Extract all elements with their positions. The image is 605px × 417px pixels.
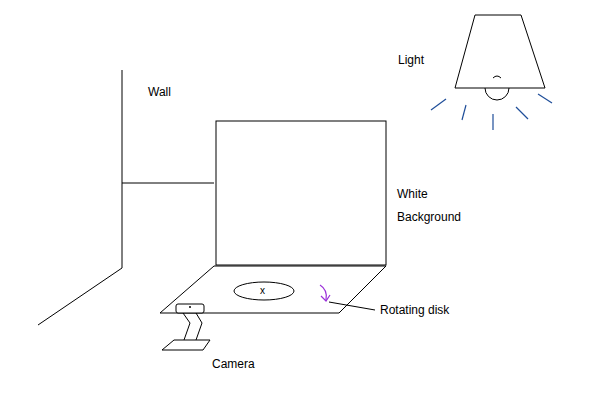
camera-stand xyxy=(196,323,202,340)
background-label: White Background xyxy=(397,183,477,229)
light-ray xyxy=(516,107,528,119)
rotating-disk xyxy=(234,282,294,300)
light-label: Light xyxy=(398,53,424,67)
white-background-sheet xyxy=(216,121,386,265)
light-ray xyxy=(431,99,446,110)
light-ray xyxy=(538,94,552,103)
wall-label: Wall xyxy=(148,85,171,99)
camera-lens-dot xyxy=(189,306,191,308)
lamp-bulb xyxy=(485,88,509,100)
camera-label: Camera xyxy=(212,357,255,371)
wall-connector-line xyxy=(122,183,214,184)
camera-stand xyxy=(183,313,190,323)
floor-sheet xyxy=(160,266,386,313)
center-mark: x xyxy=(260,284,265,298)
light-ray xyxy=(492,114,493,130)
light-ray xyxy=(462,105,466,120)
camera-base xyxy=(162,340,210,350)
leader-line xyxy=(329,302,375,310)
camera-body xyxy=(176,304,204,313)
wall-corner-line xyxy=(122,70,123,268)
rotation-arrowhead xyxy=(321,295,330,301)
wall-floor-line xyxy=(38,268,122,325)
lamp-shade xyxy=(455,15,545,88)
lamp-filament xyxy=(493,76,501,78)
camera-stand xyxy=(196,313,202,323)
camera-stand xyxy=(184,323,190,340)
disk-label: Rotating disk xyxy=(380,303,449,317)
